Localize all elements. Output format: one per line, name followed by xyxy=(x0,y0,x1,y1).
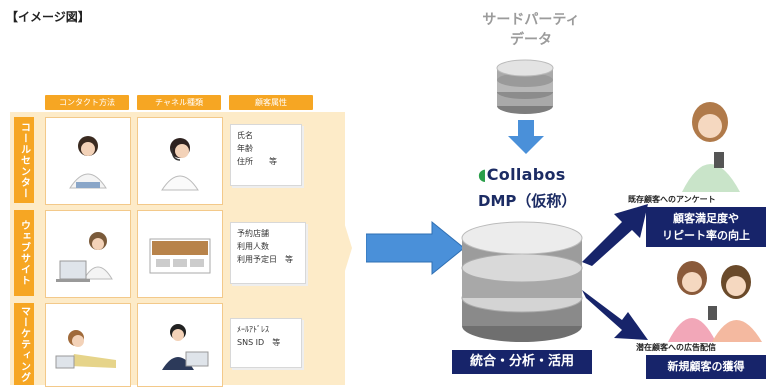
attribute-party-size: 利用人数 xyxy=(237,242,269,251)
existing-customer-woman-image xyxy=(682,102,740,192)
marketing-channel-image xyxy=(137,303,223,387)
potential-customer-result: 新規顧客の獲得 xyxy=(646,355,766,379)
attribute-sns-id: SNS ID 等 xyxy=(237,338,281,347)
integrate-analyze-use-label: 統合・分析・活用 xyxy=(452,350,592,374)
existing-customer-caption: 既存顧客へのアンケート xyxy=(628,195,716,204)
third-party-line1: サードパーティ xyxy=(482,12,580,28)
existing-result-line1: 顧客満足度や xyxy=(673,212,739,225)
dmp-database-icon xyxy=(461,221,583,342)
existing-result-line2: リピート率の向上 xyxy=(662,229,750,242)
column-header-attributes: 顧客属性 xyxy=(229,95,313,110)
call-center-channel-image xyxy=(137,117,223,205)
businessman-laptop-icon xyxy=(162,324,209,370)
integration-arrow xyxy=(366,220,465,276)
row-label-website: ウェブサイト xyxy=(14,210,34,296)
attribute-address: 住所 等 xyxy=(237,157,277,166)
row-label-call-center: コールセンター xyxy=(14,117,34,203)
attribute-date: 利用予定日 等 xyxy=(237,255,293,264)
website-contact-image xyxy=(45,210,131,298)
figure-title: 【イメージ図】 xyxy=(6,10,90,24)
attribute-box-call-center: 氏名 年齢 住所 等 xyxy=(230,124,302,186)
existing-customer-result: 顧客満足度や リピート率の向上 xyxy=(646,207,766,247)
third-party-data-label: サードパーティ データ xyxy=(456,10,606,50)
attribute-box-website: 予約店舗 利用人数 利用予定日 等 xyxy=(230,222,306,284)
down-arrow-icon xyxy=(508,120,544,154)
third-party-line2: データ xyxy=(510,32,552,48)
row-label-marketing: マーケティング xyxy=(14,303,34,385)
attribute-email: ﾒｰﾙｱﾄﾞﾚｽ xyxy=(237,325,269,334)
call-center-contact-image xyxy=(45,117,131,205)
attribute-name: 氏名 xyxy=(237,131,253,140)
website-channel-image xyxy=(137,210,223,298)
column-header-channel: チャネル種類 xyxy=(137,95,221,110)
potential-customers-women-image xyxy=(668,261,762,342)
operator-woman-icon xyxy=(69,136,107,189)
arrow-to-existing-customers xyxy=(582,204,648,266)
lying-laptop-user-icon xyxy=(55,330,116,369)
collabos-c-icon: ◖ xyxy=(478,165,487,184)
arrow-to-potential-customers xyxy=(582,290,648,340)
attribute-age: 年齢 xyxy=(237,144,253,153)
attribute-store: 予約店舗 xyxy=(237,229,269,238)
panel-arrow-head xyxy=(300,112,352,385)
third-party-database-icon xyxy=(496,59,554,114)
dmp-label: DMP（仮称） xyxy=(478,192,577,210)
column-header-contact: コンタクト方法 xyxy=(45,95,129,110)
potential-customer-caption: 潜在顧客への広告配信 xyxy=(636,343,716,352)
website-screenshot-icon xyxy=(149,238,211,274)
attribute-box-marketing: ﾒｰﾙｱﾄﾞﾚｽ SNS ID 等 xyxy=(230,318,302,368)
marketing-contact-image xyxy=(45,303,131,387)
laptop-user-icon xyxy=(56,232,113,282)
collabos-name: Collabos xyxy=(486,165,566,184)
collabos-logo: ◖Collabos xyxy=(478,165,566,184)
headset-operator-icon xyxy=(161,138,199,191)
